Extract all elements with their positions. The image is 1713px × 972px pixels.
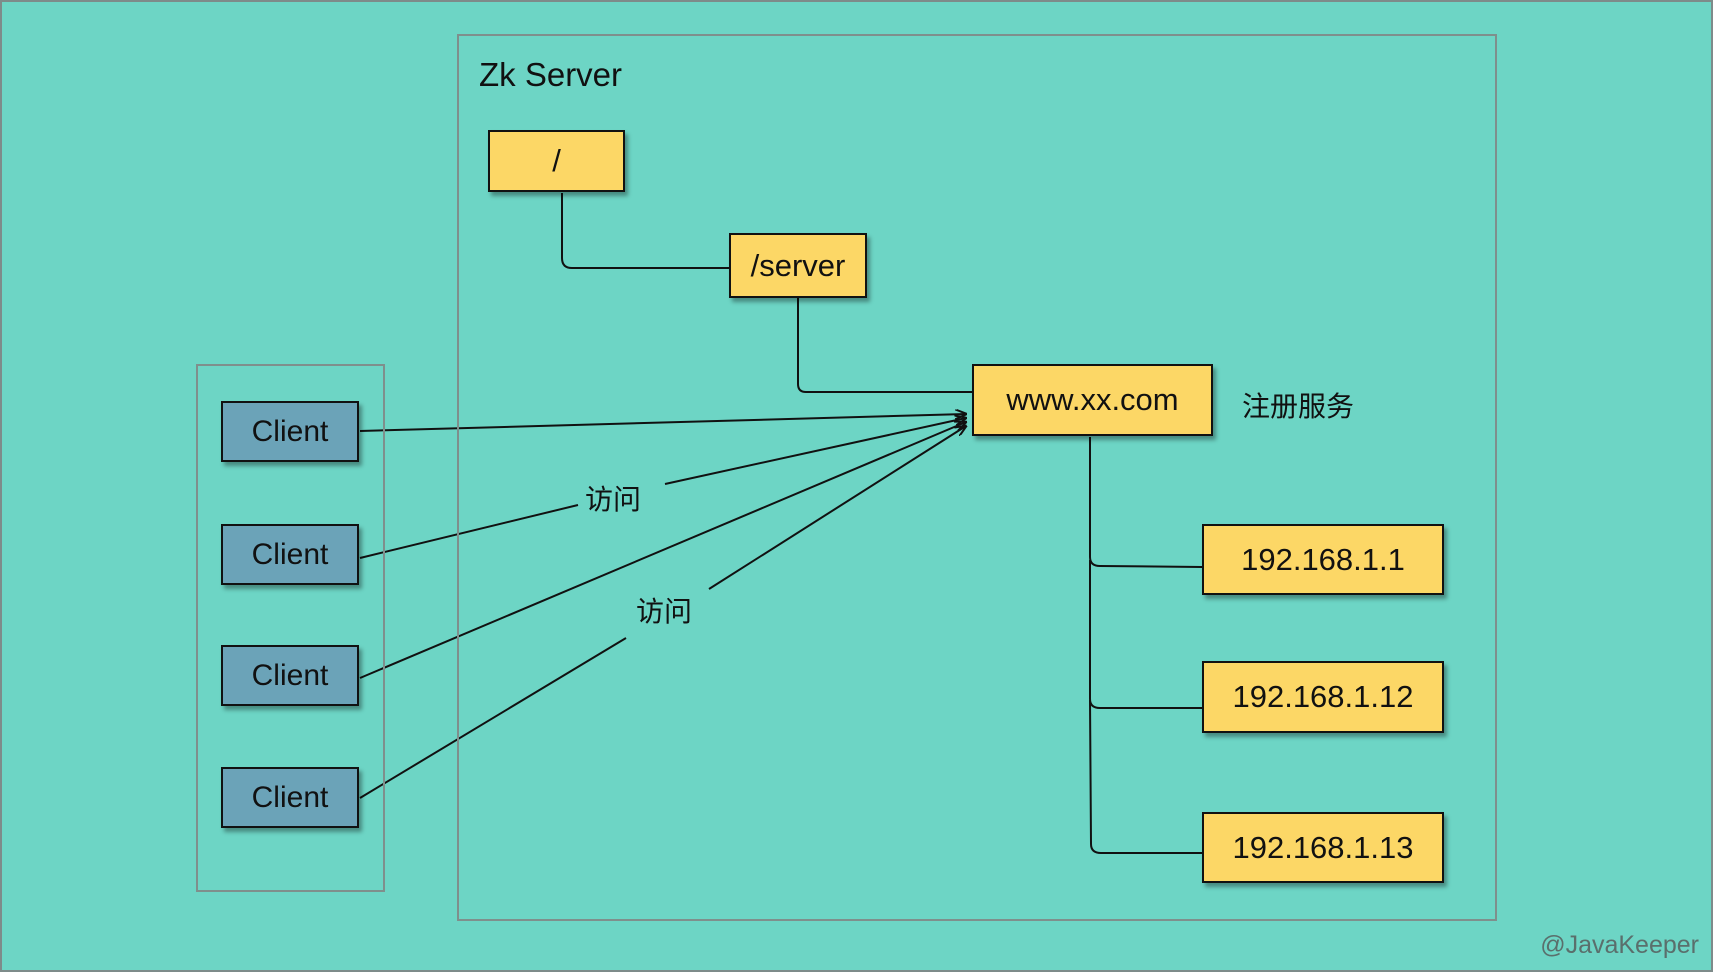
edge-server-to-service [797,298,972,393]
edge-service-to-ip2 [1089,560,1202,709]
client-node[interactable]: Client [221,645,359,706]
edge-label-access: 访问 [585,483,642,516]
edge-client3-to-service [359,422,966,679]
client-group [196,364,385,892]
edge-service-to-ip1 [1089,437,1203,568]
edge-client4-to-service [359,426,966,799]
znode-instance[interactable]: 192.168.1.1 [1202,524,1444,595]
edge-root-to-server [561,193,729,269]
znode-server[interactable]: /server [729,233,867,298]
edge-label-access: 访问 [636,595,693,628]
edge-client1-to-service [359,414,966,432]
znode-service[interactable]: www.xx.com [972,364,1213,436]
zk-server-group: Zk Server [457,34,1497,921]
watermark: @JavaKeeper [1540,931,1699,959]
znode-root[interactable]: / [488,130,625,192]
client-node[interactable]: Client [221,524,359,585]
znode-instance[interactable]: 192.168.1.12 [1202,661,1444,733]
edge-service-to-ip3 [1089,699,1202,854]
client-node[interactable]: Client [221,767,359,828]
edge-client2-to-service [359,418,966,559]
zk-server-title: Zk Server [479,56,623,93]
znode-instance[interactable]: 192.168.1.13 [1202,812,1444,883]
service-note: 注册服务 [1242,390,1355,423]
client-node[interactable]: Client [221,401,359,462]
